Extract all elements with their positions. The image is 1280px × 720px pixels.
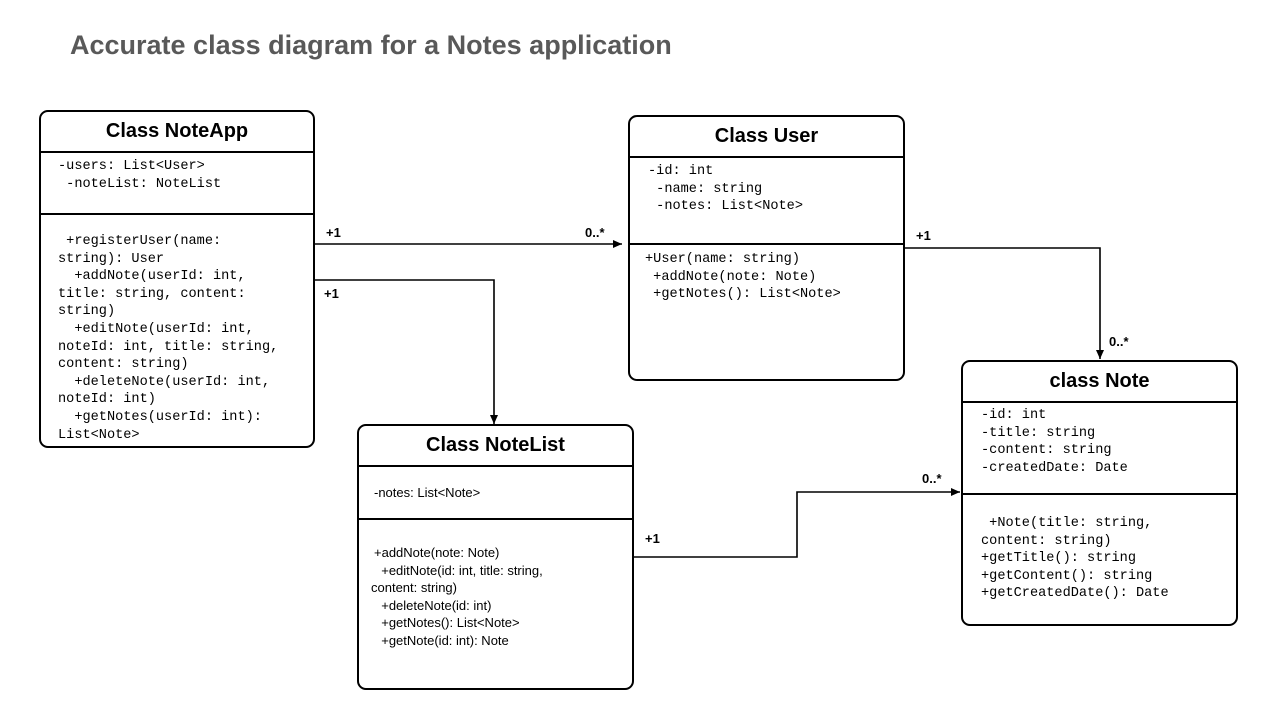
method-line: +getNotes(): List<Note> xyxy=(645,287,841,303)
method-line: string) xyxy=(58,304,116,320)
method-line: +addNote(userId: int, xyxy=(58,269,246,285)
attribute: -content: string xyxy=(981,443,1112,459)
method-line: +getNotes(): List<Note> xyxy=(374,615,520,631)
method-line: +getNotes(userId: int): xyxy=(58,409,262,425)
method-line: +editNote(id: int, title: string, xyxy=(374,562,543,578)
class-user: Class User -id: int -name: string -notes… xyxy=(628,115,905,381)
mult-noteapp-notelist-source: +1 xyxy=(324,286,339,301)
class-noteapp: Class NoteApp -users: List<User> -noteLi… xyxy=(39,110,315,448)
mult-noteapp-user-target: 0..* xyxy=(585,225,605,240)
assoc-notelist-note xyxy=(633,488,960,558)
method-line: +deleteNote(userId: int, xyxy=(58,374,271,390)
attribute: -id: int xyxy=(981,408,1047,423)
method-line: +getTitle(): string xyxy=(981,551,1136,567)
assoc-user-note xyxy=(904,247,1104,359)
method-line: +registerUser(name: xyxy=(58,234,222,249)
diagram-title: Accurate class diagram for a Notes appli… xyxy=(70,30,672,60)
mult-noteapp-user-source: +1 xyxy=(326,225,341,240)
method-line: List<Note> xyxy=(58,427,140,443)
method-line: +addNote(note: Note) xyxy=(645,269,817,285)
method-line: content: string) xyxy=(981,533,1112,549)
attribute: -name: string xyxy=(648,181,763,197)
attribute: -notes: List<Note> xyxy=(648,199,803,215)
method-line: content: string) xyxy=(371,580,457,596)
class-user-methods: +User(name: string) +addNote(note: Note)… xyxy=(630,245,903,304)
attribute: -users: List<User> xyxy=(58,159,205,174)
method-line: noteId: int, title: string, xyxy=(58,339,279,355)
class-note-methods: +Note(title: string, content: string) +g… xyxy=(963,495,1236,603)
method-line: +Note(title: string, xyxy=(981,516,1153,531)
class-user-attributes: -id: int -name: string -notes: List<Note… xyxy=(630,158,903,245)
method-line: +getNote(id: int): Note xyxy=(374,632,509,648)
attribute: -noteList: NoteList xyxy=(58,176,222,192)
class-noteapp-name: Class NoteApp xyxy=(41,112,313,153)
method-line: content: string) xyxy=(58,357,189,373)
attribute: -createdDate: Date xyxy=(981,460,1128,476)
method-line: string): User xyxy=(58,251,165,267)
attribute: -title: string xyxy=(981,425,1096,441)
class-noteapp-methods: +registerUser(name: string): User +addNo… xyxy=(41,215,313,444)
method-line: +addNote(note: Note) xyxy=(374,545,500,560)
attribute: -notes: List<Note> xyxy=(374,485,481,500)
method-line: +getContent(): string xyxy=(981,568,1153,584)
class-notelist-attributes: -notes: List<Note> xyxy=(359,467,632,520)
method-line: +User(name: string) xyxy=(645,252,800,267)
class-notelist: Class NoteList -notes: List<Note> +addNo… xyxy=(357,424,634,690)
method-line: noteId: int) xyxy=(58,392,156,408)
mult-notelist-note-target: 0..* xyxy=(922,471,942,486)
assoc-noteapp-notelist xyxy=(314,279,498,424)
method-line: title: string, content: xyxy=(58,286,246,302)
mult-user-note-target: 0..* xyxy=(1109,334,1129,349)
class-notelist-methods: +addNote(note: Note) +editNote(id: int, … xyxy=(359,520,632,650)
class-note: class Note -id: int -title: string -cont… xyxy=(961,360,1238,626)
method-line: +deleteNote(id: int) xyxy=(374,597,492,613)
attribute: -id: int xyxy=(648,164,714,179)
mult-notelist-note-source: +1 xyxy=(645,531,660,546)
method-line: +editNote(userId: int, xyxy=(58,321,254,337)
method-line: +getCreatedDate(): Date xyxy=(981,586,1169,602)
class-note-name: class Note xyxy=(963,362,1236,403)
class-noteapp-attributes: -users: List<User> -noteList: NoteList xyxy=(41,153,313,215)
class-note-attributes: -id: int -title: string -content: string… xyxy=(963,403,1236,495)
class-notelist-name: Class NoteList xyxy=(359,426,632,467)
mult-user-note-source: +1 xyxy=(916,228,931,243)
class-user-name: Class User xyxy=(630,117,903,158)
